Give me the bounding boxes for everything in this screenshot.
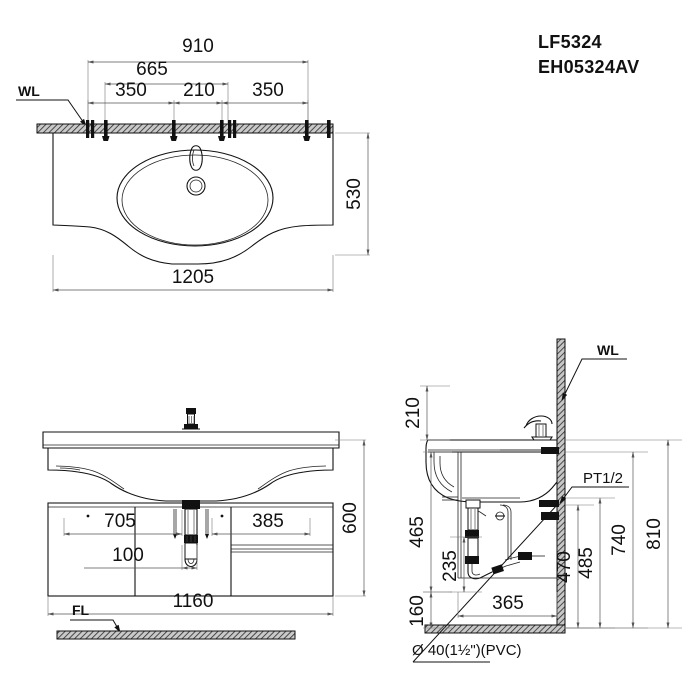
side-elevation-view: WL: [403, 338, 682, 663]
dim-label-100: 100: [112, 545, 144, 566]
fl-leader-front: FL: [70, 602, 121, 633]
basin-counter-plan: [52, 132, 334, 265]
dim-365: 365: [457, 592, 558, 618]
dim-label-1160: 1160: [173, 591, 214, 612]
dim-705: 705: [63, 510, 183, 536]
dim-label-530: 530: [344, 178, 365, 210]
drain-assembly-front: [173, 500, 209, 568]
fl-label: FL: [72, 602, 90, 618]
floor-band-front: [56, 630, 296, 640]
dim-label-365: 365: [492, 593, 524, 614]
faucet-front: [182, 408, 200, 430]
drain-hole-plan: [186, 176, 206, 196]
dim-1160: 1160: [47, 591, 334, 616]
dim-485: 485: [565, 497, 615, 629]
dim-665: 665: [104, 59, 229, 128]
dim-label-350-right: 350: [252, 80, 284, 101]
dim-label-600: 600: [340, 502, 361, 534]
dim-385: 385: [211, 511, 311, 536]
cabinet-guide-side: [442, 452, 557, 579]
wall-mount-bolts: [86, 120, 331, 141]
pt-half-label: PT1/2: [583, 470, 623, 487]
supply-valve-side: [495, 447, 559, 560]
dim-label-1205: 1205: [172, 267, 214, 288]
dim-label-210: 210: [183, 80, 215, 101]
dim-1205: 1205: [52, 255, 334, 292]
title-block: LF5324 EH05324AV: [538, 32, 639, 77]
dim-label-210-side: 210: [403, 397, 424, 429]
dim-label-705: 705: [104, 511, 136, 532]
dim-label-810: 810: [644, 518, 665, 550]
dim-label-910: 910: [182, 36, 214, 57]
dim-label-465: 465: [407, 516, 428, 548]
title-line-1: LF5324: [538, 32, 602, 52]
wl-leader-plan: WL: [16, 83, 87, 127]
dim-label-350-left: 350: [115, 80, 147, 101]
dim-235: 235: [440, 536, 482, 593]
wall-band-plan: [36, 123, 334, 134]
dim-label-385: 385: [252, 511, 284, 532]
dim-910: 910: [87, 36, 309, 128]
basin-bowl-plan: [116, 149, 274, 247]
dim-210-side: 210: [403, 385, 450, 441]
plan-view: 910 665 350 210 350 WL: [16, 36, 370, 292]
dim-label-485: 485: [576, 547, 597, 579]
dim-530: 530: [335, 132, 370, 256]
dim-label-160: 160: [407, 595, 428, 627]
faucet-side: [523, 415, 554, 441]
wl-label-plan: WL: [18, 83, 40, 99]
dim-810: 810: [565, 439, 682, 629]
dim-chain-350-210-350: 350 210 350: [87, 80, 309, 128]
faucet-plan: [189, 145, 203, 171]
dim-label-470: 470: [554, 551, 575, 583]
front-elevation-view: 705 385 100 600 1160: [42, 408, 366, 640]
pvc-leader: Ø 40(1½")(PVC): [412, 504, 558, 663]
wall-vertical-side: [556, 338, 566, 634]
dim-600: 600: [335, 439, 366, 597]
pt-half-leader: PT1/2: [559, 470, 629, 504]
dim-100: 100: [84, 545, 198, 570]
wl-label-side: WL: [597, 342, 619, 358]
dim-label-235: 235: [440, 550, 461, 582]
pvc-label: Ø 40(1½")(PVC): [412, 642, 522, 659]
dim-label-665: 665: [136, 59, 168, 80]
counter-top-front: [42, 431, 340, 449]
floor-band-side: [424, 624, 566, 634]
wl-leader-side: WL: [561, 342, 627, 401]
dim-label-740: 740: [609, 524, 630, 556]
title-line-2: EH05324AV: [538, 57, 639, 77]
dim-160: 160: [407, 591, 452, 629]
